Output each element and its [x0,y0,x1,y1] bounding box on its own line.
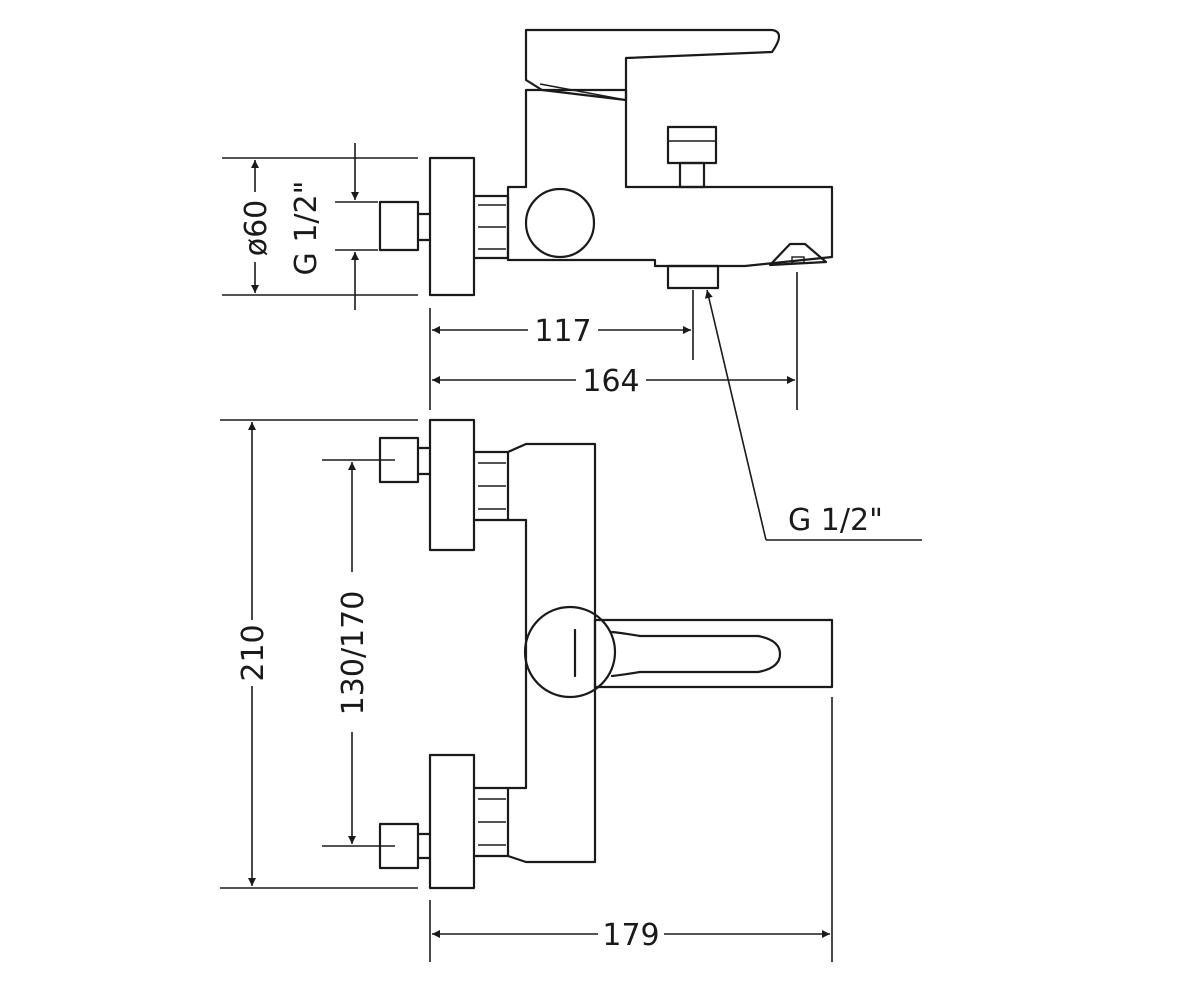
side-lever-handle [524,28,781,102]
front-indicator-bg [560,628,580,676]
label-thread-inlet: G 1/2" [289,181,324,276]
front-dimensions: 210 130/170 179 [220,419,833,962]
side-handle-edge [539,83,627,101]
label-centers-bg [336,572,370,732]
side-dimensions: ø60 G 1/2" 117 164 G 1/2" [222,143,922,541]
label-thread-outlet: G 1/2" [788,503,883,538]
front-inlet-bottom [378,822,420,870]
side-shower-outlet [666,264,720,290]
front-view [378,418,834,890]
front-flange-top [428,418,476,552]
label-164: 164 [582,364,639,399]
front-flange-bottom [428,753,476,890]
side-inlet-stub [378,200,420,252]
front-inlet-top [378,436,420,484]
label-179-bg [598,918,664,950]
front-nut-top [472,450,510,522]
front-nut-bottom [472,786,510,858]
label-centers: 130/170 [336,591,371,716]
label-164-bg [576,364,646,396]
front-handle-disc [523,605,617,699]
label-diameter: ø60 [239,200,274,257]
side-view [378,28,834,297]
label-117: 117 [534,314,591,349]
label-117-bg [528,314,598,346]
side-spout-aerator [768,242,828,267]
side-cartridge [524,187,596,259]
side-mixer-body [506,88,834,268]
front-body [506,442,597,864]
label-210-bg [236,620,270,686]
side-wall-flange [428,156,476,297]
front-lever [610,630,782,678]
leader-outlet [704,289,767,541]
label-179: 179 [602,918,659,953]
side-aerator-slot [791,256,805,264]
d60-label-bg [240,192,270,262]
side-diverter-stem [678,161,706,189]
front-spout [593,618,834,689]
side-diverter-knob [666,125,718,165]
label-210: 210 [236,624,271,681]
